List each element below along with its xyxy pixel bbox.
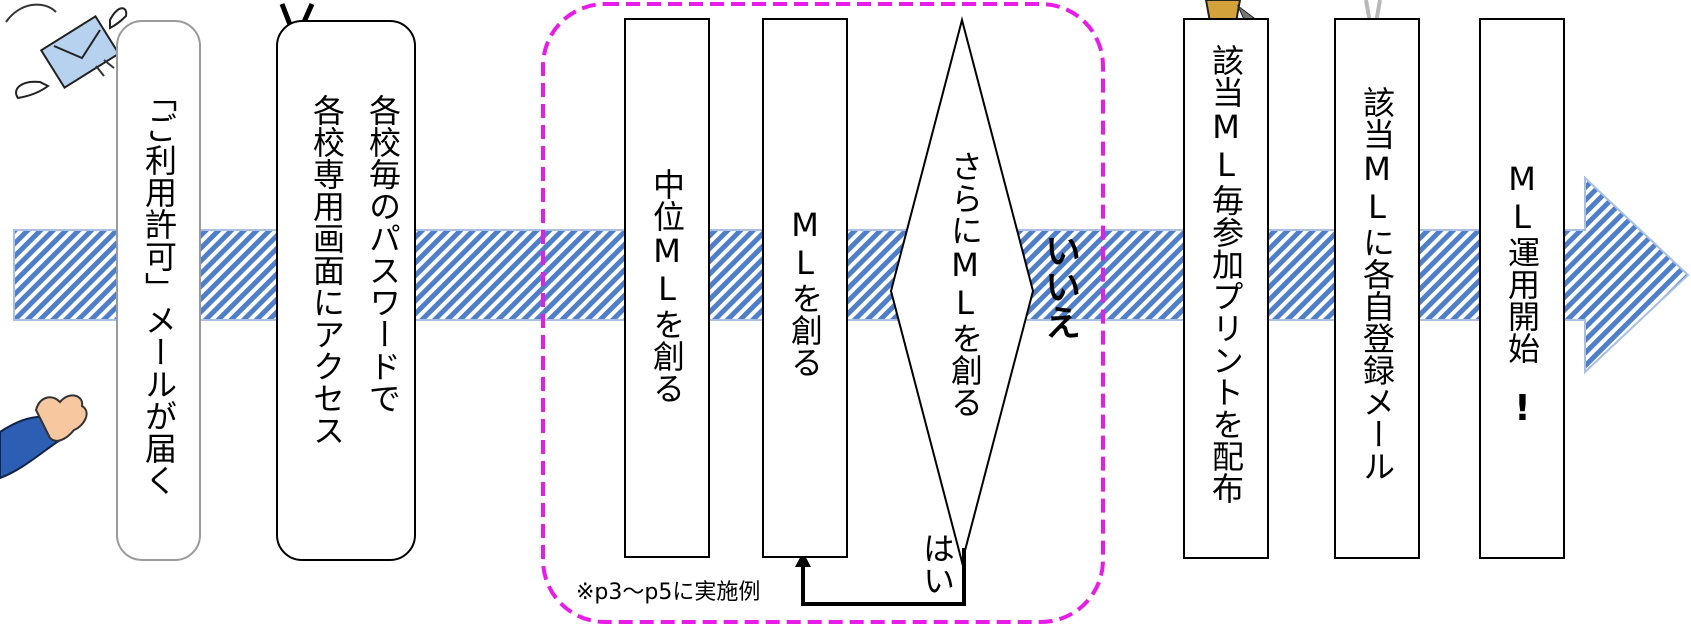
- label-no: いいえ: [1039, 232, 1080, 340]
- yes-loop-arrowhead: [795, 552, 811, 567]
- step-create-ml-text: MLを創る: [786, 206, 824, 378]
- step-access-screen-box: [276, 20, 416, 561]
- step-create-mid-ml-box: [624, 18, 710, 558]
- step-create-ml-box: [762, 18, 848, 558]
- step-ml-start-text: ML運用開始: [1503, 160, 1541, 364]
- label-yes: はい: [918, 532, 956, 596]
- ml-creation-group: [541, 2, 1105, 624]
- decision-more-ml-text: さらにMLを創る: [946, 150, 984, 418]
- step-access-screen-text-line1: 各校毎のパスワードで: [364, 94, 402, 414]
- yes-loop-arrow: [801, 548, 966, 606]
- step-distribute-print-text: 該当ML毎参加プリントを配布: [1207, 44, 1245, 504]
- step-register-mail-text: 該当MLに各自登録メール: [1358, 86, 1396, 482]
- step-distribute-print-box: [1183, 18, 1269, 559]
- flying-envelope-icon: [5, 3, 128, 100]
- step-ml-start-box: [1479, 18, 1565, 559]
- step-register-mail-box: [1334, 18, 1420, 559]
- process-flow-arrow: [13, 175, 1690, 375]
- step-create-mid-ml-text: 中位MLを創る: [648, 168, 686, 404]
- step-permission-mail-box: [116, 20, 201, 561]
- step-access-screen-text-line2: 各校専用画面にアクセス: [308, 94, 346, 446]
- step-permission-mail-text: 「ご利用許可」メールが届く: [140, 80, 178, 496]
- example-pages-note: ※p3〜p5に実施例: [576, 580, 761, 605]
- step-ml-start-exclamation: !: [1502, 388, 1543, 429]
- pointing-hand-icon: [0, 394, 88, 480]
